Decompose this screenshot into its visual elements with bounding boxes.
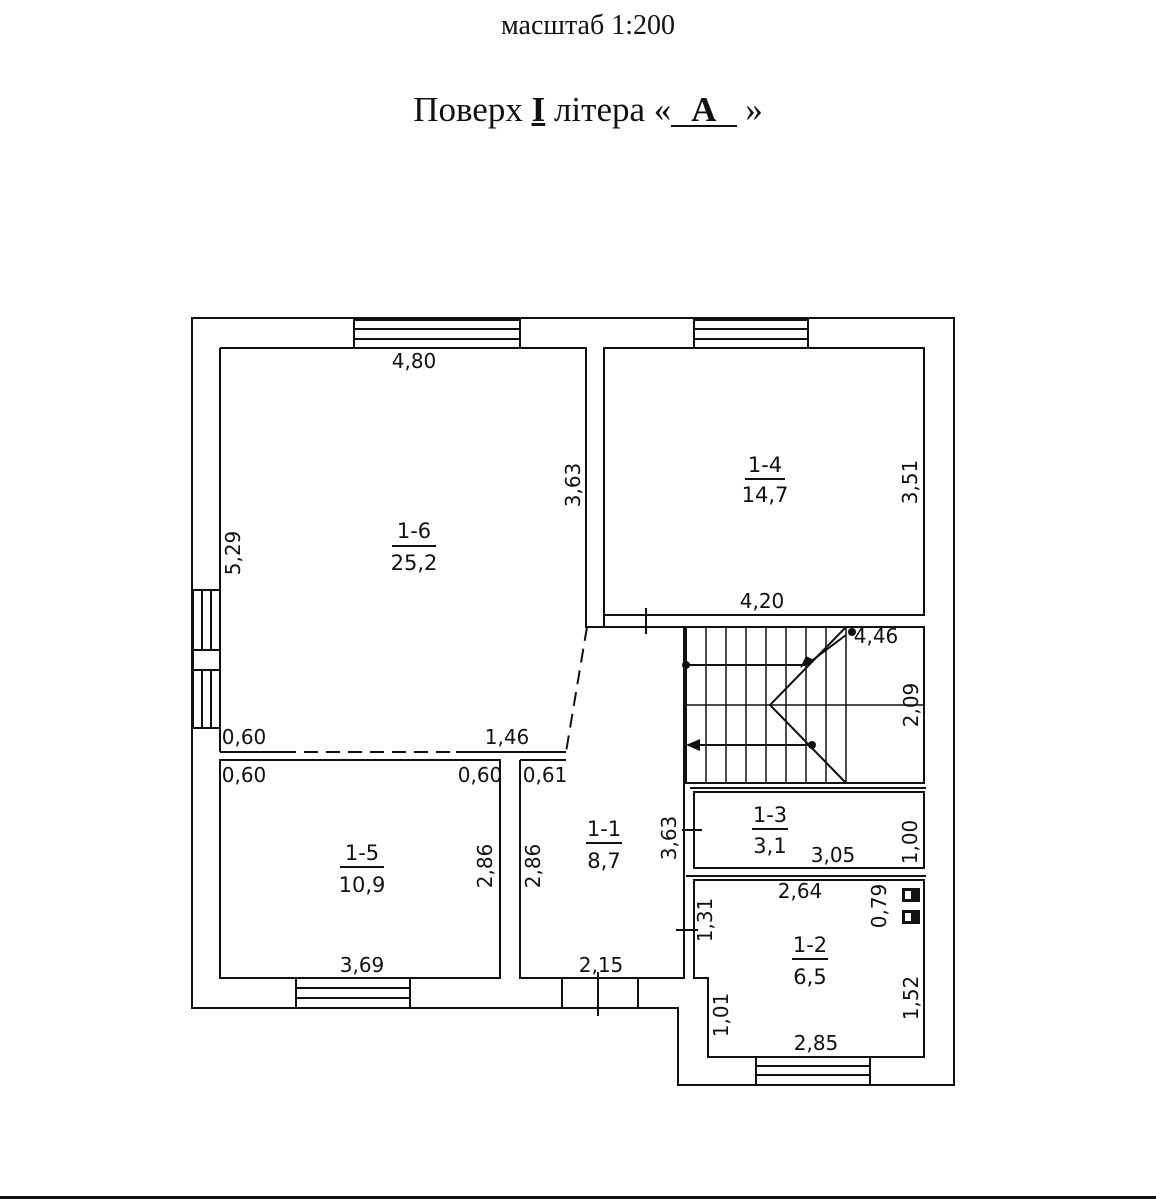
entrance-door (561, 977, 639, 1009)
room-1-6-number: 1-6 (397, 519, 431, 543)
room-1-1-number: 1-1 (587, 817, 621, 841)
dim-3-63-mid: 3,63 (657, 816, 681, 861)
room-1-1-area: 8,7 (587, 849, 620, 873)
wall-room-1-5 (219, 759, 501, 979)
dim-4-80: 4,80 (392, 349, 437, 373)
floor-number: I (531, 90, 546, 129)
dim-0-61: 0,61 (523, 763, 568, 787)
building-letter: A (671, 92, 737, 127)
room-1-3-area: 3,1 (753, 834, 786, 858)
stair-arrow-1 (800, 656, 814, 668)
dim-1-00: 1,00 (898, 820, 922, 865)
stair-dot-1 (682, 661, 690, 669)
dim-0-79: 0,79 (867, 884, 891, 929)
room-1-4-number: 1-4 (748, 453, 782, 477)
wall-room-1-2 (686, 875, 926, 1058)
dim-4-46: 4,46 (854, 624, 899, 648)
room-1-5-area: 10,9 (339, 873, 386, 897)
dim-1-31: 1,31 (693, 898, 717, 943)
dim-2-15: 2,15 (579, 953, 624, 977)
wall-room-1-4 (603, 347, 925, 616)
dim-3-05: 3,05 (811, 843, 856, 867)
window-top-left (353, 319, 521, 349)
window-bottom-right (755, 1056, 871, 1086)
wall-room-1-1 (519, 627, 685, 979)
floor-title: Поверх I літера «A » (0, 90, 1156, 130)
room-1-3-number: 1-3 (753, 803, 787, 827)
floor-middle: літера « (545, 90, 672, 129)
dim-0-60-b: 0,60 (222, 763, 267, 787)
window-top-right (693, 319, 809, 349)
dim-2-09: 2,09 (899, 683, 923, 728)
scale-label: масштаб 1:200 (501, 10, 675, 41)
room-1-2-area: 6,5 (793, 965, 826, 989)
stair-arrow-2 (686, 739, 700, 751)
dim-0-60-c: 0,60 (458, 763, 503, 787)
wall-partition-top (585, 348, 686, 628)
dim-2-86-b: 2,86 (521, 844, 545, 889)
dim-2-86-a: 2,86 (473, 844, 497, 889)
window-bottom-left (295, 977, 411, 1009)
floor-suffix: » (736, 90, 763, 129)
dim-4-20: 4,20 (740, 589, 785, 613)
wall-stub-left (220, 751, 282, 761)
room-1-5-number: 1-5 (345, 841, 379, 865)
dim-5-29: 5,29 (221, 531, 245, 576)
window-left (192, 589, 221, 729)
page-bottom-rule (0, 1196, 1156, 1199)
dim-1-01: 1,01 (709, 993, 733, 1038)
dim-1-46: 1,46 (485, 725, 530, 749)
room-1-4-area: 14,7 (742, 483, 789, 507)
dim-3-69: 3,69 (340, 953, 385, 977)
dim-1-52: 1,52 (899, 976, 923, 1021)
room-1-2-number: 1-2 (793, 933, 827, 957)
outer-wall (191, 317, 955, 1086)
staircase (686, 626, 924, 784)
floor-prefix: Поверх (413, 90, 532, 129)
dim-2-85: 2,85 (794, 1031, 839, 1055)
dim-0-60-a: 0,60 (222, 725, 267, 749)
dim-3-63-top: 3,63 (561, 463, 585, 508)
stair-dot-3 (848, 628, 856, 636)
dim-3-51: 3,51 (898, 460, 922, 505)
stair-dot-2 (808, 741, 816, 749)
wall-stub-mid (456, 751, 566, 761)
dashed-opening-diagonal (565, 626, 588, 753)
room-1-6-area: 25,2 (391, 551, 438, 575)
wall-room-1-6 (219, 347, 587, 752)
wall-room-1-3 (690, 787, 926, 869)
dim-2-64: 2,64 (778, 879, 823, 903)
